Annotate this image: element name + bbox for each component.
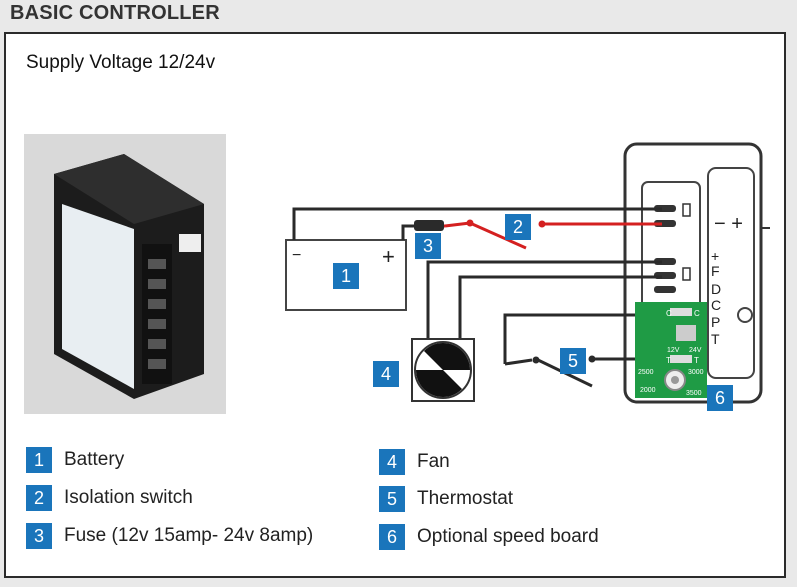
page-title: BASIC CONTROLLER — [10, 2, 220, 24]
svg-text:12V: 12V — [667, 347, 680, 354]
badge-4-text: 4 — [381, 364, 391, 384]
legend-item-fan: 4 Fan — [379, 449, 450, 475]
svg-text:3000: 3000 — [688, 369, 704, 376]
legend-badge: 1 — [26, 447, 52, 473]
badge-4 — [373, 361, 399, 387]
legend-badge: 2 — [26, 485, 52, 511]
terminal-label: D — [711, 281, 721, 297]
badge-2-text: 2 — [513, 217, 523, 237]
fuse — [414, 220, 444, 231]
legend-badge: 5 — [379, 486, 405, 512]
fan — [411, 338, 475, 402]
legend-label: Battery — [64, 449, 125, 470]
legend-label: Isolation switch — [64, 487, 193, 508]
badge-3-text: 3 — [423, 236, 433, 256]
svg-text:C: C — [694, 309, 700, 318]
badge-5 — [560, 348, 586, 374]
svg-text:T: T — [666, 356, 671, 365]
badge-3 — [415, 233, 441, 259]
svg-text:C: C — [666, 309, 672, 318]
terminal-label: C — [711, 297, 721, 313]
legend-label: Optional speed board — [417, 526, 599, 547]
legend-badge: 3 — [26, 523, 52, 549]
svg-text:2500: 2500 — [638, 369, 654, 376]
supply-voltage-label: Supply Voltage 12/24v — [26, 52, 216, 73]
wiring-diagram: − + + F D C P T − + — [285, 142, 770, 411]
battery-minus: − — [292, 247, 301, 264]
controller-side-panel — [707, 167, 755, 379]
badge-2 — [505, 214, 531, 240]
controller-terminal-labels: + F D C P T — [711, 248, 721, 347]
legend-item-isolation-switch: 2 Isolation switch — [26, 485, 193, 511]
terminal-label: P — [711, 314, 720, 330]
terminal-label: T — [711, 331, 720, 347]
legend-label: Thermostat — [417, 488, 514, 509]
controller-screw — [737, 307, 753, 323]
legend-item-battery: 1 Battery — [26, 447, 124, 473]
controller-photo — [24, 134, 226, 414]
legend-item-speed-board: 6 Optional speed board — [379, 524, 599, 550]
badge-5-text: 5 — [568, 351, 578, 371]
battery-plus: + — [382, 244, 395, 269]
svg-text:3500: 3500 — [686, 390, 702, 397]
svg-text:T: T — [694, 356, 699, 365]
legend-label: Fuse (12v 15amp- 24v 8amp) — [64, 525, 314, 546]
badge-6 — [707, 385, 733, 411]
legend-item-fuse: 3 Fuse (12v 15amp- 24v 8amp) — [26, 523, 313, 549]
legend-badge: 4 — [379, 449, 405, 475]
terminal-label: + — [711, 248, 719, 264]
speed-board: C C 12V 24V T T 2500 3000 2000 3500 — [635, 302, 707, 398]
legend-badge: 6 — [379, 524, 405, 550]
controller-polarity: − + — [714, 213, 743, 235]
legend-item-thermostat: 5 Thermostat — [379, 486, 513, 512]
svg-text:2000: 2000 — [640, 387, 656, 394]
badge-1-text: 1 — [341, 266, 351, 286]
dark-wires — [292, 207, 662, 366]
terminal-label: F — [711, 263, 720, 279]
svg-text:24V: 24V — [689, 347, 702, 354]
terminal-pins — [654, 205, 676, 293]
legend-label: Fan — [417, 451, 450, 472]
badge-6-text: 6 — [715, 388, 725, 408]
badge-1 — [333, 263, 359, 289]
